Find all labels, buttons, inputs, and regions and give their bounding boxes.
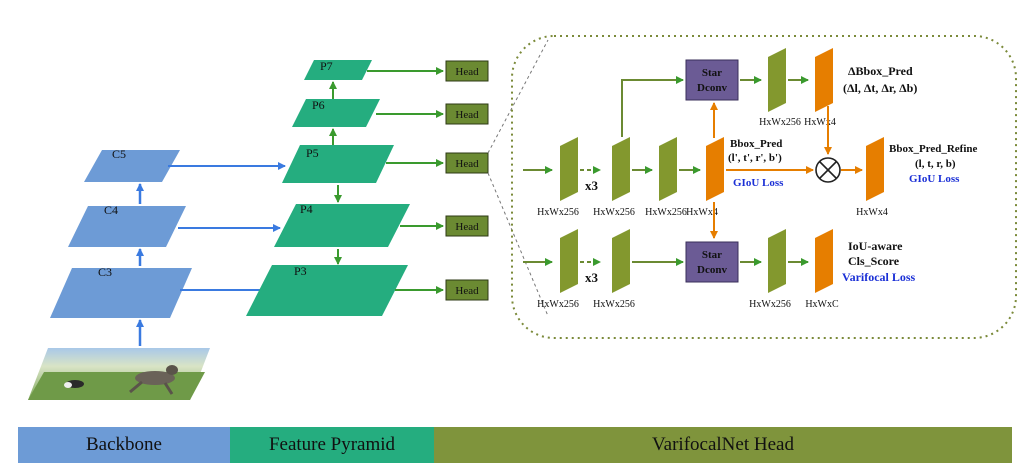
multiply-operator	[815, 157, 841, 183]
inset-border	[511, 35, 1017, 339]
reg-out-dims: HxWx4	[686, 207, 718, 218]
bbox-pred-title: Bbox_Pred	[730, 138, 782, 150]
legend-feature-pyramid-label: Feature Pyramid	[268, 434, 396, 455]
star-dconv-bottom	[685, 241, 739, 283]
feature-pyramid: P3 P4 P5 P6 P7	[246, 59, 410, 316]
delta-feature	[768, 48, 786, 112]
cls-in-dims: HxWx256	[537, 299, 579, 310]
reg-feature-mid1	[612, 137, 630, 201]
pyramid-label-p4: P4	[300, 202, 313, 216]
bbox-pred-map	[706, 137, 724, 201]
cls-score-subtitle: Cls_Score	[848, 254, 900, 268]
pyramid-label-p5: P5	[306, 146, 319, 160]
cls-feature-mid2	[768, 229, 786, 293]
cls-mid-dims: HxWx256	[593, 299, 635, 310]
head-label-p5: Head	[455, 158, 479, 170]
head-label-p3: Head	[455, 285, 479, 297]
cls-mid2-dims: HxWx256	[749, 299, 791, 310]
head-box-p5	[445, 152, 489, 174]
star-dconv-bottom-line2: Dconv	[697, 264, 727, 276]
delta-bbox-title: ΔBbox_Pred	[848, 64, 913, 78]
reg-in-dims: HxWx256	[537, 207, 579, 218]
reg-mid2-dims: HxWx256	[645, 207, 687, 218]
legend-head: VarifocalNet Head	[434, 427, 1012, 463]
legend-backbone: Backbone	[18, 427, 230, 463]
backbone-level-c4	[68, 206, 186, 247]
reg-feature-in	[560, 137, 578, 201]
head-box-p4	[445, 215, 489, 237]
arrow-mid1-to-star-dconv-top	[621, 76, 684, 137]
reg-feature-mid2	[659, 137, 677, 201]
star-dconv-top-line2: Dconv	[697, 82, 727, 94]
pyramid-level-p6	[292, 99, 380, 127]
legend-backbone-label: Backbone	[86, 434, 162, 455]
cls-repeat-label: x3	[585, 270, 599, 285]
varifocal-loss-label: Varifocal Loss	[842, 270, 916, 284]
head-label-p6: Head	[455, 109, 479, 121]
head-detail-inset: x3 HxWx256 HxWx256 HxWx256 HxWx4 Star Dc…	[511, 35, 1017, 339]
cls-feature-mid	[612, 229, 630, 293]
giou-loss-label-2: GIoU Loss	[909, 173, 960, 185]
star-dconv-bottom-line1: Star	[702, 249, 722, 261]
reg-repeat-label: x3	[585, 178, 599, 193]
head-box-p6	[445, 103, 489, 125]
cls-score-map	[815, 229, 833, 293]
backbone: C3 C4 C5	[50, 147, 192, 346]
bbox-refine-map	[866, 137, 884, 201]
cls-feature-in	[560, 229, 578, 293]
reg-mid1-dims: HxWx256	[593, 207, 635, 218]
pyramid-label-p3: P3	[294, 264, 307, 278]
pyramid-level-p3	[246, 265, 408, 316]
head-label-p7: Head	[455, 66, 479, 78]
backbone-label-c3: C3	[98, 265, 112, 279]
star-dconv-top-line1: Star	[702, 67, 722, 79]
cls-score-title: IoU-aware	[848, 239, 903, 253]
bbox-refine-title: Bbox_Pred_Refine	[889, 143, 978, 155]
legend-feature-pyramid: Feature Pyramid	[230, 427, 434, 463]
pyramid-label-p6: P6	[312, 98, 325, 112]
delta-bbox-subtitle: (Δl, Δt, Δr, Δb)	[843, 81, 917, 95]
star-dconv-top	[685, 59, 739, 101]
delta-bbox-map	[815, 48, 833, 112]
zoom-line-bottom	[487, 172, 549, 317]
backbone-level-c3	[50, 268, 192, 318]
backbone-label-c5: C5	[112, 147, 126, 161]
backbone-level-c5	[84, 150, 180, 182]
head-boxes: Head Head Head Head Head	[445, 60, 489, 301]
legend-head-label: VarifocalNet Head	[652, 434, 794, 455]
bbox-pred-subtitle: (l', t', r', b')	[728, 152, 782, 164]
bbox-refine-subtitle: (l, t, r, b)	[915, 158, 956, 170]
cls-out-dims: HxWxC	[805, 299, 839, 310]
pyramid-level-p4	[274, 204, 410, 247]
pyramid-level-p5	[282, 145, 394, 183]
delta-mid-dims: HxWx256	[759, 117, 801, 128]
pyramid-level-p7	[304, 60, 372, 80]
giou-loss-label: GIoU Loss	[733, 177, 784, 189]
head-box-p7	[445, 60, 489, 82]
head-label-p4: Head	[455, 221, 479, 233]
backbone-label-c4: C4	[104, 203, 118, 217]
refine-out-dims: HxWx4	[856, 207, 888, 218]
head-box-p3	[445, 279, 489, 301]
pyramid-label-p7: P7	[320, 59, 333, 73]
delta-out-dims: HxWx4	[804, 117, 836, 128]
input-image	[28, 348, 210, 400]
